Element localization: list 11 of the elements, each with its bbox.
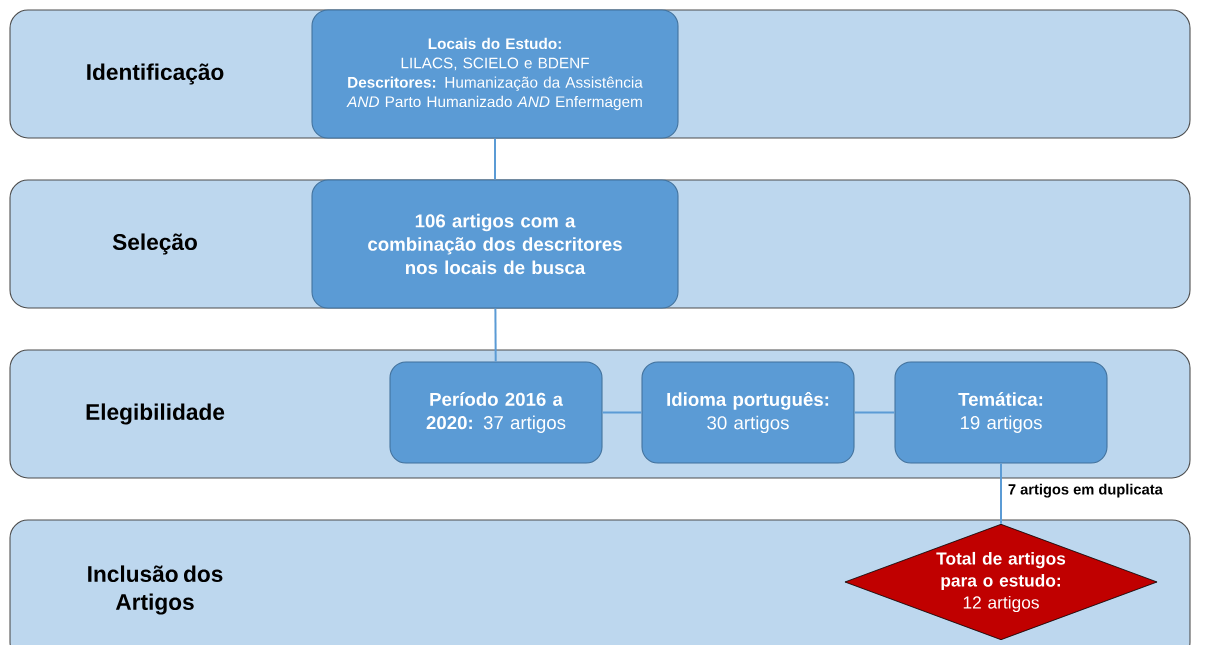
connector-line xyxy=(494,137,496,181)
process-box: Período 2016 a 2020: 37 artigos xyxy=(389,361,603,464)
process-box: Locais do Estudo: LILACS, SCIELO e BDENF Descritores: Humanização da Assistência AND Parto Humanizado AND Enfermagem xyxy=(311,9,679,139)
edge-label: 7 artigos em duplicata xyxy=(1006,482,1165,499)
connector-line xyxy=(1000,462,1002,525)
connector-line xyxy=(853,411,896,414)
connector-line xyxy=(601,411,643,414)
connector-line xyxy=(494,307,497,363)
process-box: Idioma português: 30 artigos xyxy=(641,361,855,464)
process-box: Temática: 19 artigos xyxy=(894,361,1108,464)
process-box: 106 artigos com a combinação dos descritores nos locais de busca xyxy=(311,179,679,309)
